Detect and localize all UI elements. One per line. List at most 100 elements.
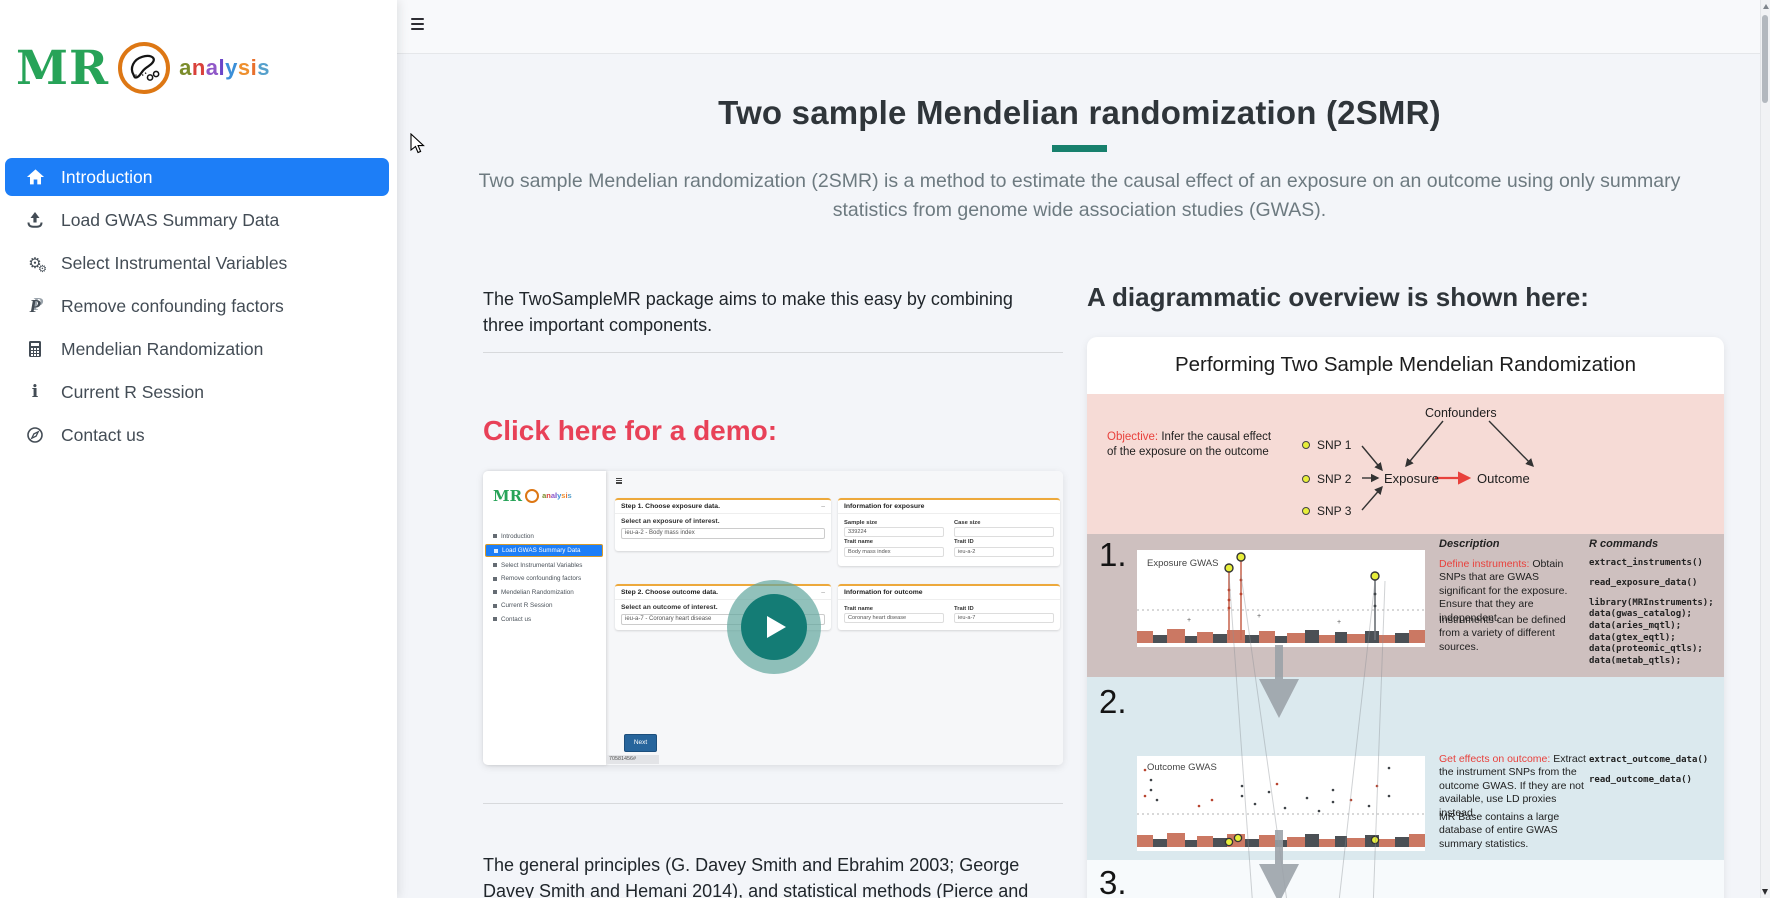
snp-dot bbox=[1302, 474, 1310, 483]
hamburger-menu-icon[interactable] bbox=[411, 18, 424, 33]
mini-step1-card: Step 1. Choose exposure data.– Select an… bbox=[615, 497, 831, 551]
sidebar-item-contact[interactable]: Contact us bbox=[5, 416, 389, 454]
gears-icon: ⚙⚙ bbox=[28, 253, 47, 275]
sidebar-item-mendelian-randomization[interactable]: Mendelian Randomization bbox=[5, 330, 389, 368]
play-button[interactable] bbox=[727, 579, 821, 674]
section1-description-2: Instruments can be defined from a variet… bbox=[1439, 613, 1566, 653]
section2-rcommands: extract_outcome_data() read_outcome_data… bbox=[1589, 754, 1709, 785]
sidebar-item-label: Current R Session bbox=[61, 381, 204, 402]
home-icon bbox=[24, 167, 46, 187]
demo-mini-main: Step 1. Choose exposure data.– Select an… bbox=[606, 470, 1063, 765]
flow-arrow-icon bbox=[1259, 644, 1299, 718]
sidebar-item-label: Load GWAS Summary Data bbox=[61, 209, 280, 230]
mini-exposure-select: ieu-a-2 - Body mass index bbox=[621, 527, 825, 539]
diagram-section-2: 2. Outcome GWAS bbox=[1087, 676, 1724, 860]
sidebar-item-r-session[interactable]: i Current R Session bbox=[5, 373, 389, 411]
intro-paragraph: The TwoSampleMR package aims to make thi… bbox=[483, 288, 1013, 335]
section-number: 3. bbox=[1099, 863, 1127, 898]
play-icon bbox=[741, 593, 807, 660]
calculator-icon bbox=[24, 339, 46, 359]
main-content: Two sample Mendelian randomization (2SMR… bbox=[397, 54, 1762, 898]
sidebar-menu: Introduction Load GWAS Summary Data ⚙⚙ S… bbox=[0, 158, 397, 454]
mini-hamburger-icon bbox=[616, 477, 622, 485]
collapse-icon: – bbox=[821, 502, 825, 510]
demo-mini-nav: Introduction Load GWAS Summary Data Sele… bbox=[483, 531, 606, 625]
mini-trait-id-input: ieu-a-7 bbox=[954, 613, 1054, 624]
scrollbar-thumb[interactable] bbox=[1762, 15, 1768, 103]
scrollbar-down-arrow[interactable] bbox=[1762, 889, 1768, 895]
flow-arrow-icon bbox=[1259, 829, 1299, 898]
logo-analysis-text: analysis bbox=[179, 55, 271, 80]
divider bbox=[483, 351, 1063, 353]
mini-case-size-input bbox=[954, 527, 1054, 538]
bean-logo-icon bbox=[525, 488, 540, 503]
mini-trait-name-input: Coronary heart disease bbox=[844, 613, 944, 624]
snp-dot bbox=[1302, 506, 1310, 515]
demo-video[interactable]: MR analysis Introduction Load GWAS Summa… bbox=[483, 470, 1063, 765]
page-title: Two sample Mendelian randomization (2SMR… bbox=[718, 94, 1441, 131]
info-icon: i bbox=[31, 381, 39, 402]
sidebar: MR analysis Introduction bbox=[0, 0, 397, 898]
diagram-heading: A diagrammatic overview is shown here: bbox=[1087, 281, 1589, 312]
svg-text:+: + bbox=[1337, 619, 1341, 626]
diagram-objective: Objective: Infer the causal effect of th… bbox=[1107, 430, 1272, 459]
sidebar-item-label: Select Instrumental Variables bbox=[61, 252, 288, 273]
sidebar-item-label: Remove confounding factors bbox=[61, 295, 284, 316]
sidebar-item-label: Introduction bbox=[61, 166, 153, 187]
app-logo: MR analysis bbox=[0, 0, 397, 112]
sidebar-item-load-gwas[interactable]: Load GWAS Summary Data bbox=[5, 201, 389, 239]
top-bar bbox=[397, 0, 1770, 54]
section-number: 1. bbox=[1099, 535, 1127, 573]
mini-outcome-select: ieu-a-7 - Coronary heart disease bbox=[621, 613, 825, 625]
logo-mr-text: MR bbox=[16, 40, 110, 96]
sidebar-item-introduction[interactable]: Introduction bbox=[5, 158, 389, 196]
exposure-node: Exposure bbox=[1384, 470, 1439, 486]
section-number: 2. bbox=[1099, 682, 1127, 720]
diagram-section-3: 3. bbox=[1087, 859, 1724, 898]
sidebar-item-label: Contact us bbox=[61, 424, 145, 445]
paypal-icon: P bbox=[24, 295, 46, 316]
left-column: The TwoSampleMR package aims to make thi… bbox=[483, 262, 1063, 898]
snp2-label: SNP 2 bbox=[1317, 471, 1352, 486]
diagram-title: Performing Two Sample Mendelian Randomiz… bbox=[1174, 353, 1637, 376]
diagram-image: Performing Two Sample Mendelian Randomiz… bbox=[1087, 336, 1724, 898]
snp1-label: SNP 1 bbox=[1317, 437, 1352, 452]
description-column-header: Description bbox=[1439, 537, 1500, 550]
mini-status-badge: 70581456# bbox=[607, 754, 659, 764]
mini-sample-size-input: 339224 bbox=[844, 527, 944, 538]
mini-trait-name-input: Body mass index bbox=[844, 546, 944, 557]
bean-logo-icon bbox=[118, 42, 171, 94]
snp3-label: SNP 3 bbox=[1317, 503, 1352, 518]
scrollbar-up-arrow[interactable] bbox=[1762, 4, 1769, 9]
svg-text:Outcome GWAS: Outcome GWAS bbox=[1147, 762, 1217, 773]
sidebar-item-label: Mendelian Randomization bbox=[61, 338, 264, 359]
sidebar-item-select-iv[interactable]: ⚙⚙ Select Instrumental Variables bbox=[5, 244, 389, 282]
upload-icon bbox=[24, 210, 46, 230]
diagram-objective-band: Objective: Infer the causal effect of th… bbox=[1087, 393, 1724, 534]
demo-heading: Click here for a demo: bbox=[483, 414, 778, 446]
page-scrollbar[interactable] bbox=[1760, 0, 1770, 898]
mini-next-button: Next bbox=[624, 733, 657, 752]
mini-nav-item: Mendelian Randomization bbox=[485, 587, 603, 598]
title-accent-bar bbox=[1052, 145, 1107, 152]
section1-description: Define instruments: Obtain SNPs that are… bbox=[1439, 557, 1568, 625]
diagram-section-1: Description R commands 1. Exposure GWAS bbox=[1087, 533, 1724, 688]
divider bbox=[483, 802, 1063, 804]
mini-nav-item: Contact us bbox=[485, 614, 603, 625]
rcommands-column-header: R commands bbox=[1589, 537, 1659, 550]
page-subtitle: Two sample Mendelian randomization (2SMR… bbox=[478, 170, 1681, 222]
svg-text:+: + bbox=[1187, 617, 1191, 624]
mini-nav-item: Introduction bbox=[485, 531, 603, 542]
principles-paragraph: The general principles (G. Davey Smith a… bbox=[483, 854, 1029, 898]
svg-text:+: + bbox=[1257, 613, 1261, 620]
section2-description: Get effects on outcome: Extract the inst… bbox=[1439, 752, 1586, 820]
sidebar-item-remove-confounding[interactable]: P Remove confounding factors bbox=[5, 287, 389, 325]
demo-mini-sidebar: MR analysis Introduction Load GWAS Summa… bbox=[483, 470, 606, 765]
compass-icon bbox=[24, 425, 46, 445]
mouse-cursor bbox=[410, 133, 425, 154]
confounders-node: Confounders bbox=[1425, 405, 1497, 420]
mini-nav-item: Remove confounding factors bbox=[485, 573, 603, 584]
